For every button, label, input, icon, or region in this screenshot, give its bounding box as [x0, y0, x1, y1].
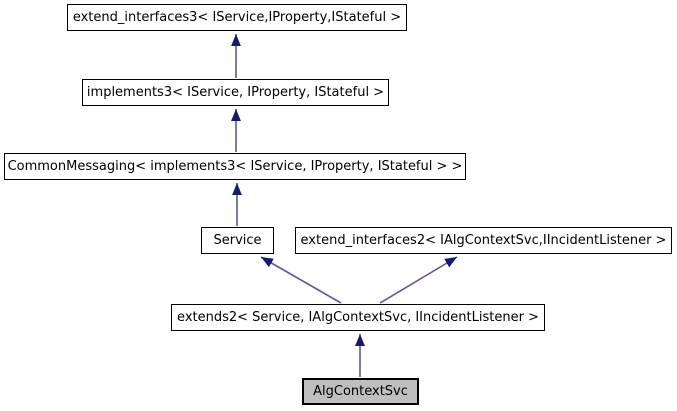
node-implements3[interactable]: implements3< IService, IProperty, IState… — [82, 79, 389, 106]
node-extend-interfaces3[interactable]: extend_interfaces3< IService,IProperty,I… — [67, 4, 407, 31]
node-extend-interfaces2[interactable]: extend_interfaces2< IAlgContextSvc,IInci… — [295, 227, 672, 254]
inheritance-arrow — [379, 256, 458, 304]
inheritance-arrow — [260, 256, 342, 304]
node-extends2[interactable]: extends2< Service, IAlgContextSvc, IInci… — [171, 304, 545, 331]
node-commonmessaging[interactable]: CommonMessaging< implements3< IService, … — [4, 153, 466, 180]
node-service[interactable]: Service — [201, 227, 274, 254]
node-algcontextsvc-current: AlgContextSvc — [302, 378, 419, 405]
